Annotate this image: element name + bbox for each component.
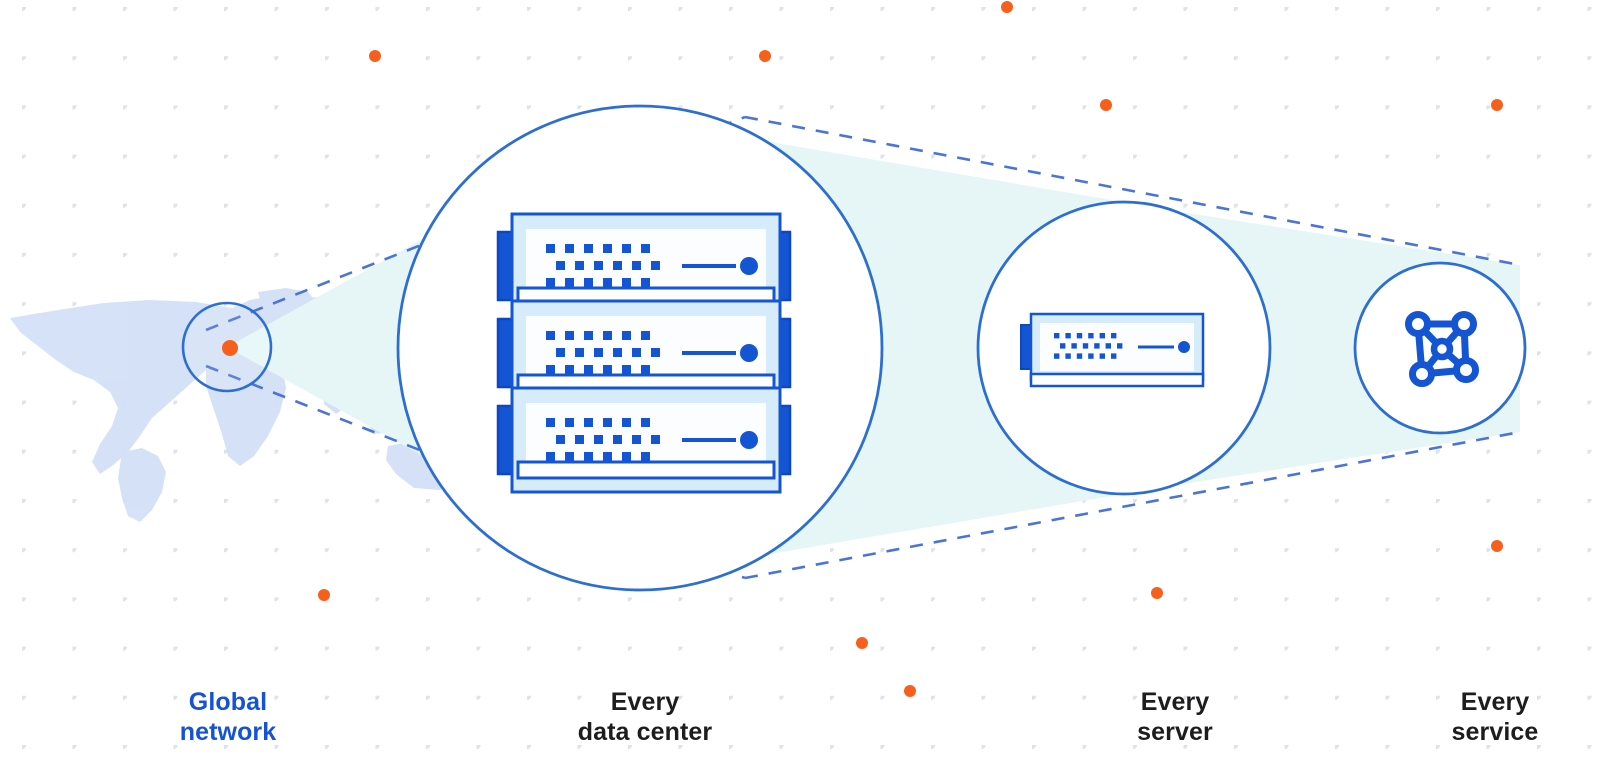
server-unit-icon — [1021, 314, 1203, 388]
caption-data-center: Every data center — [577, 688, 713, 746]
accent-dot — [1001, 1, 1013, 13]
accent-dot — [1100, 99, 1112, 111]
accent-dot — [1491, 99, 1503, 111]
stage-server[interactable] — [976, 200, 1272, 496]
stage-data-center[interactable] — [396, 104, 884, 592]
accent-dot — [1491, 540, 1503, 552]
server-rack-icon — [498, 214, 790, 492]
network-nodes-icon — [1405, 311, 1479, 387]
caption-server: Every server — [1137, 688, 1213, 746]
caption-global-network: Global network — [179, 688, 277, 746]
stage-service[interactable] — [1353, 261, 1527, 435]
stage-global-network[interactable] — [181, 301, 273, 393]
accent-dot — [856, 637, 868, 649]
dashed-line-bottom-right — [744, 430, 1521, 580]
global-network-marker — [222, 340, 238, 356]
dashed-line-top-right — [744, 115, 1521, 267]
accent-dots — [318, 1, 1503, 697]
accent-dot — [1151, 587, 1163, 599]
accent-dot — [759, 50, 771, 62]
accent-dot — [369, 50, 381, 62]
caption-service: Every service — [1451, 688, 1539, 746]
accent-dot — [318, 589, 330, 601]
accent-dot — [904, 685, 916, 697]
